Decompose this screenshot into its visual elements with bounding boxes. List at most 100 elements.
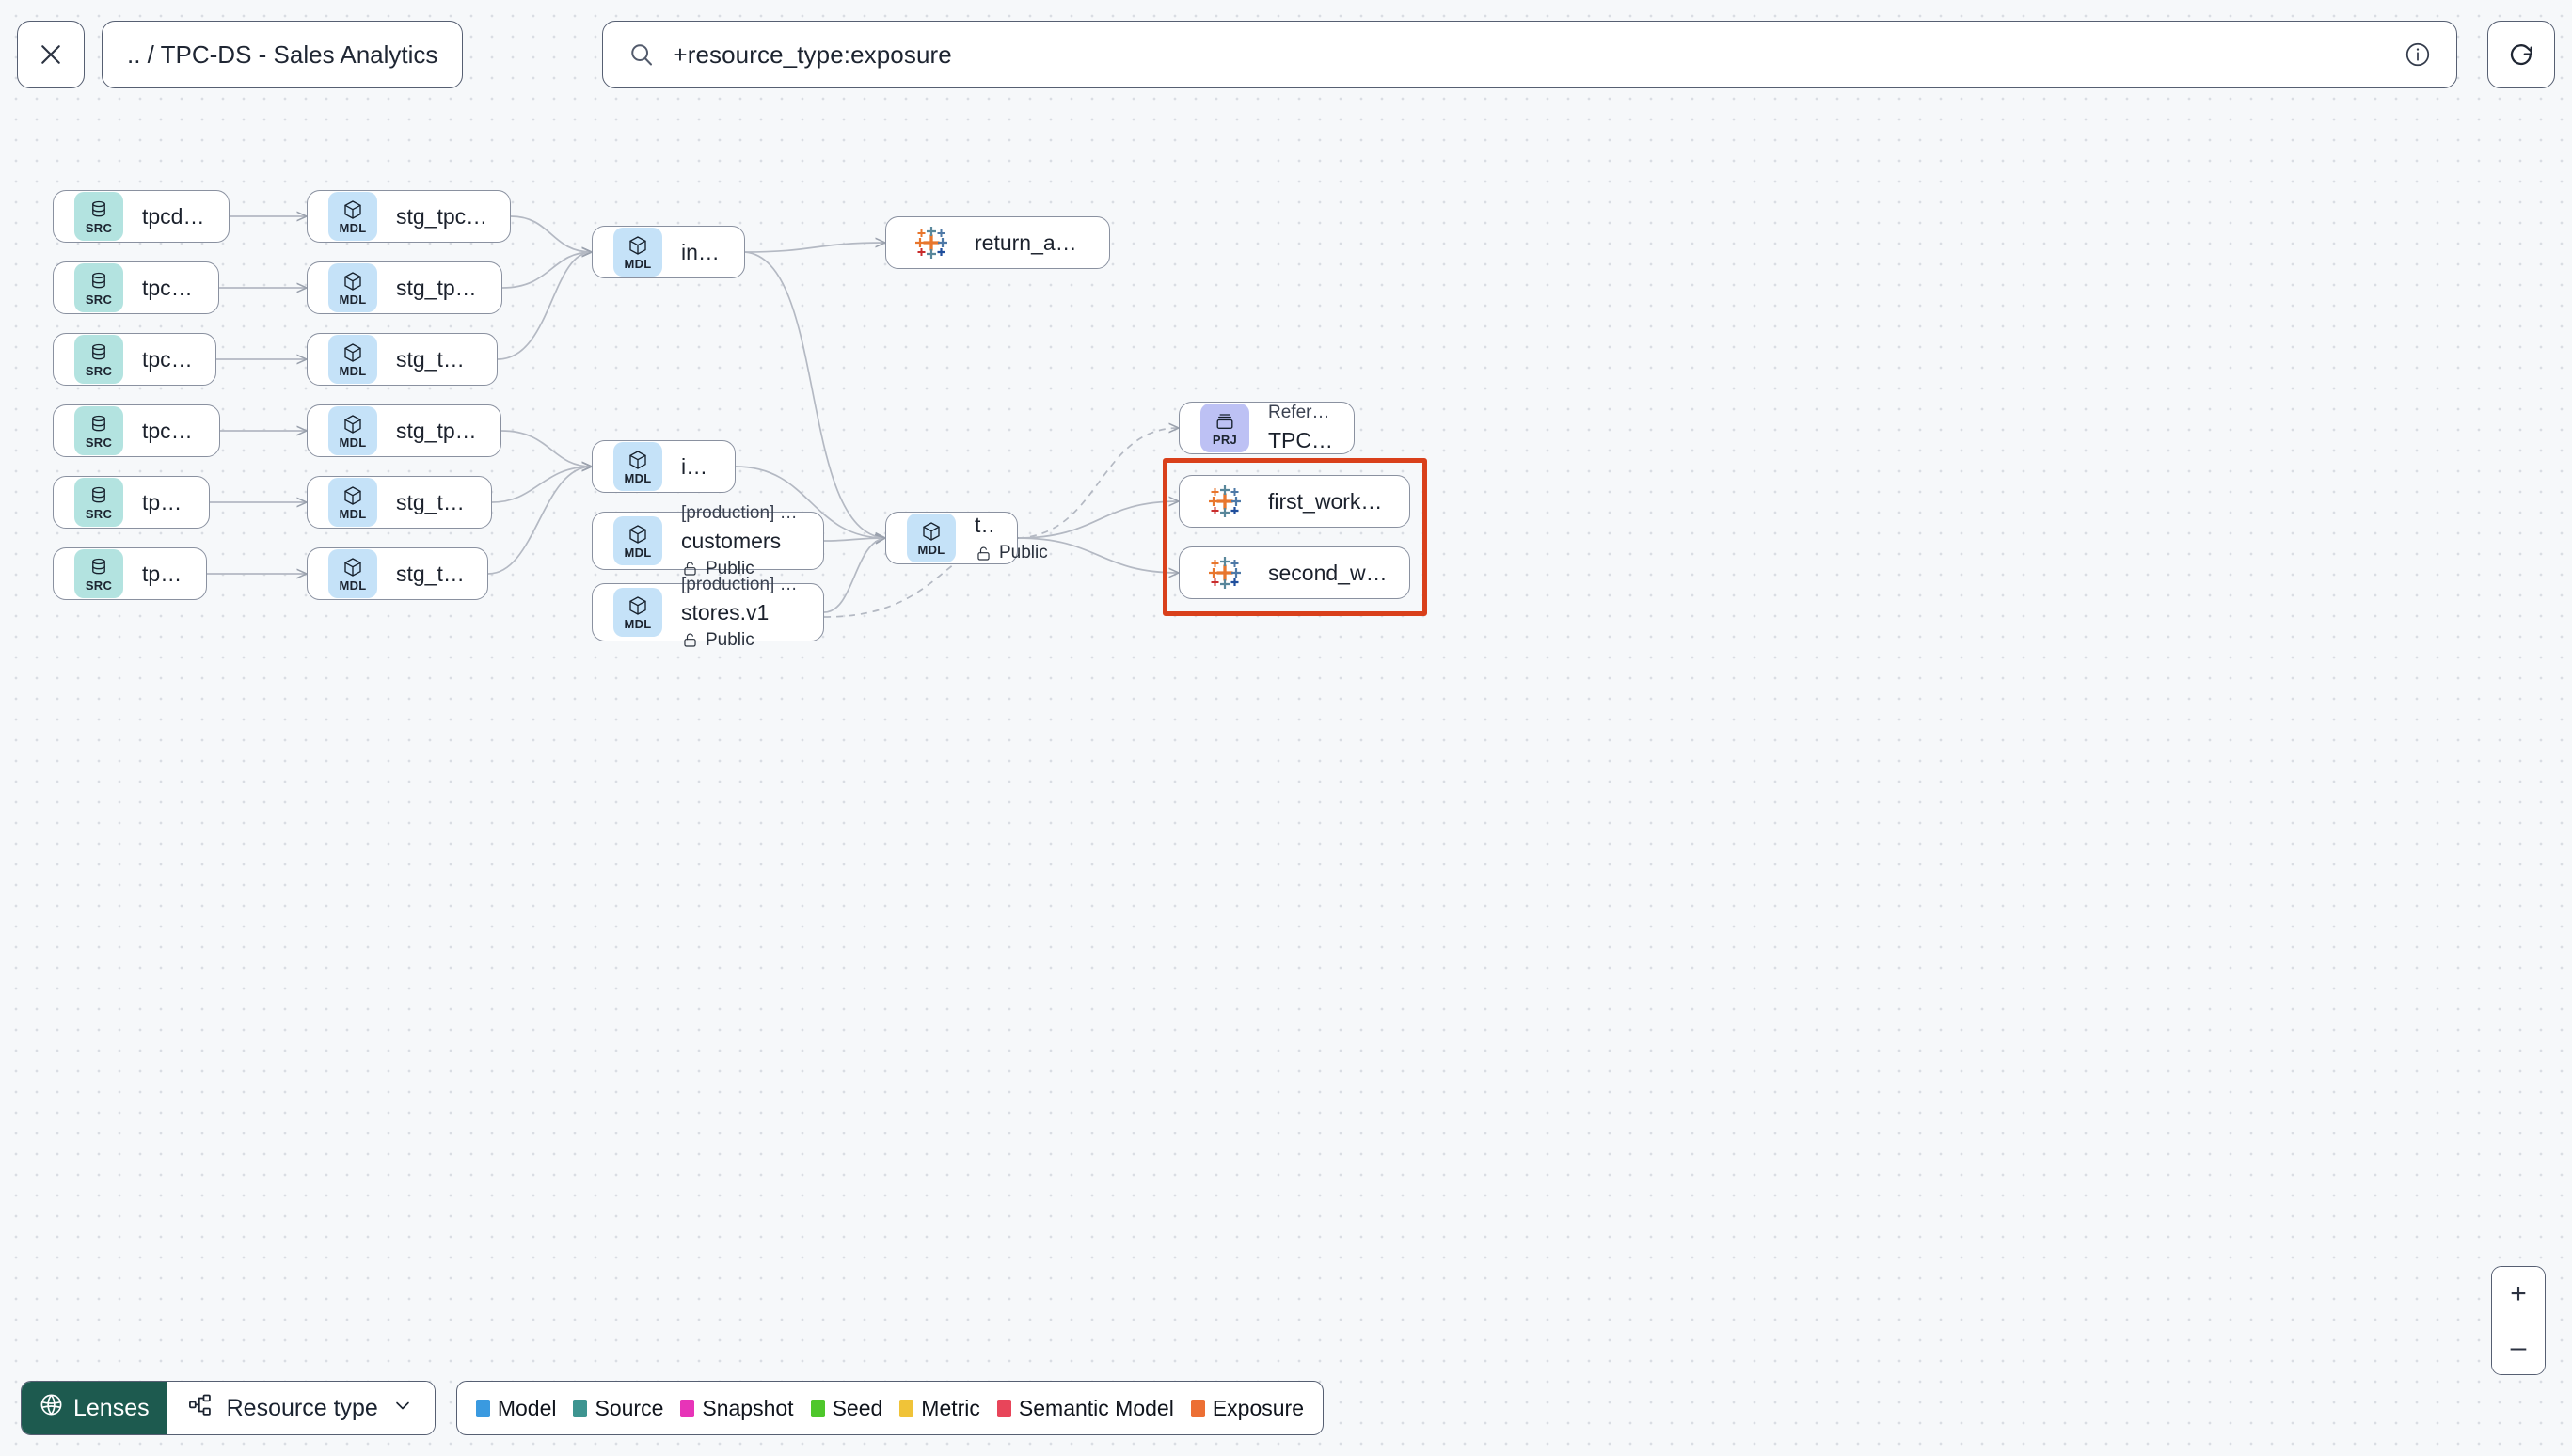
breadcrumb[interactable]: .. / TPC-DS - Sales Analytics: [102, 21, 464, 88]
node-title: stg_tpcds_core__catalog_sales: [396, 418, 480, 443]
legend-label: Exposure: [1212, 1395, 1304, 1420]
legend-swatch: [1190, 1399, 1205, 1417]
cube-icon: MDL: [328, 406, 377, 455]
graph-node-stg-web-sales[interactable]: MDL stg_tpcds_core__web_sales: [307, 547, 488, 600]
node-title: tpcds_core.web_sales: [142, 561, 185, 586]
node-title: stg_tpcds_core__store_sales: [396, 489, 470, 514]
node-title: TPC-DS - Core Data Models: [1268, 428, 1333, 452]
graph-node-mdl-customers[interactable]: MDL[production] Project: TPC-DS - Core D…: [592, 503, 824, 578]
zoom-in-button[interactable]: +: [2492, 1267, 2545, 1321]
node-title: customers: [681, 528, 782, 553]
legend-swatch: [899, 1399, 914, 1417]
database-icon: SRC: [74, 406, 123, 455]
node-body: Referenced byTPC-DS - Core Data Models: [1268, 403, 1333, 453]
cube-icon: MDL: [907, 514, 956, 562]
graph-node-src-web-sales[interactable]: SRC tpcds_core.web_sales: [53, 547, 207, 600]
node-body: tpcds_core.store_returns: [142, 276, 198, 301]
node-subtitle: [production] Project: TPC-DS - Core Data…: [681, 502, 802, 523]
graph-node-exp-first-workbook[interactable]: first_workbook_attached_to_tpc-ds_-_…: [1179, 475, 1410, 528]
close-button[interactable]: [17, 21, 85, 88]
node-body: stg_tpcds_core__store_returns: [396, 276, 481, 301]
node-title: transactions: [975, 513, 996, 537]
legend-item-source[interactable]: Source: [573, 1396, 663, 1421]
graph-node-stg-catalog-sales[interactable]: MDL stg_tpcds_core__catalog_sales: [307, 404, 501, 457]
node-body: return_amounts_by_transaction_type: [975, 230, 1088, 256]
legend-label: Source: [595, 1395, 664, 1420]
refresh-button[interactable]: [2487, 21, 2555, 88]
node-body: stg_tpcds_core__catalog_sales: [396, 419, 480, 444]
node-body: tpcds_core.store_sales: [142, 490, 188, 515]
node-body: stg_tpcds_core__web_sales: [396, 562, 467, 587]
lenses-button[interactable]: Lenses: [22, 1382, 167, 1434]
database-icon: SRC: [74, 549, 123, 598]
legend-item-metric[interactable]: Metric: [899, 1396, 980, 1421]
unlock-icon: [681, 631, 699, 649]
tableau-icon: [907, 218, 956, 267]
legend-item-exposure[interactable]: Exposure: [1190, 1395, 1304, 1421]
graph-node-src-store-returns[interactable]: SRC tpcds_core.store_returns: [53, 261, 219, 314]
close-icon: [41, 45, 60, 64]
unlock-icon: [681, 560, 699, 578]
graph-node-prj-referenced-by[interactable]: PRJ Referenced byTPC-DS - Core Data Model…: [1179, 402, 1355, 454]
top-toolbar: .. / TPC-DS - Sales Analytics +resource_…: [0, 0, 2572, 109]
graph-node-exp-second-workbook[interactable]: second_workbook_connected_to_live…: [1179, 546, 1410, 599]
node-title: stores.v1: [681, 599, 770, 625]
resource-type-legend: Model Source Snapshot Seed Metric Semantic Mo…: [455, 1381, 1324, 1435]
graph-node-stg-store-sales[interactable]: MDL stg_tpcds_core__store_sales: [307, 476, 492, 529]
resource-type-dropdown[interactable]: Resource type: [166, 1382, 435, 1434]
legend-label: Seed: [832, 1395, 883, 1420]
cube-icon: MDL: [328, 478, 377, 527]
node-body: first_workbook_attached_to_tpc-ds_-_…: [1268, 489, 1389, 514]
search-input[interactable]: +resource_type:exposure: [673, 40, 952, 69]
bottom-toolbar: Lenses Resource type: [21, 1381, 1324, 1435]
node-title: tpcds_core.store_sales: [142, 489, 188, 514]
archive-icon: PRJ: [1200, 404, 1249, 452]
legend-item-model[interactable]: Model: [475, 1396, 556, 1421]
node-body: [production] Project: TPC-DS - Core Data…: [681, 575, 802, 651]
node-visibility-label: Public: [706, 629, 754, 650]
legend-swatch: [475, 1399, 490, 1417]
legend-item-snapshot[interactable]: Snapshot: [680, 1396, 794, 1421]
node-subtitle: [production] Project: TPC-DS - Core Data…: [681, 574, 802, 594]
legend-swatch: [680, 1399, 695, 1417]
zoom-controls[interactable]: + –: [2491, 1266, 2546, 1375]
node-title: tpcds_core.catalog_returns: [142, 203, 208, 229]
node-title: int_sales__unioned: [681, 453, 714, 479]
graph-node-exp-return-amounts[interactable]: return_amounts_by_transaction_type: [885, 216, 1110, 269]
legend-item-semantic-model[interactable]: Semantic Model: [996, 1396, 1174, 1421]
zoom-out-button[interactable]: –: [2492, 1321, 2545, 1374]
node-body: stg_tpcds_core__web_returns: [396, 347, 476, 372]
node-title: return_amounts_by_transaction_type: [975, 229, 1088, 255]
node-title: stg_tpcds_core__catalog_returns: [396, 203, 489, 229]
chevron-down-icon: [391, 1394, 414, 1423]
search-bar[interactable]: +resource_type:exposure: [602, 21, 2457, 88]
node-body: stg_tpcds_core__catalog_returns: [396, 204, 489, 229]
graph-canvas[interactable]: SRCtpcds_core.catalog_returnsSRCtpcds_co…: [0, 109, 2572, 1456]
node-visibility: Public: [975, 543, 1048, 563]
graph-node-mdl-stores-v1[interactable]: MDL [production] Project: TPC-DS - Core D…: [592, 575, 824, 650]
tableau-icon: [1200, 548, 1249, 597]
node-visibility-label: Public: [999, 543, 1048, 562]
unlock-icon: [975, 545, 992, 562]
node-visibility: Public: [681, 559, 802, 579]
database-icon: SRC: [74, 263, 123, 312]
cube-icon: MDL: [613, 588, 662, 637]
cube-icon: MDL: [328, 549, 377, 598]
graph-node-mdl-transactions[interactable]: MDL transactionsPublic: [885, 512, 1048, 564]
nodes-icon: [187, 1392, 214, 1425]
node-title: second_workbook_connected_to_live…: [1268, 560, 1389, 585]
node-body: int_sales__unioned: [681, 454, 714, 480]
node-body: int_returns__unioned: [681, 240, 723, 265]
info-circle-icon[interactable]: [2404, 40, 2432, 69]
legend-item-seed[interactable]: Seed: [810, 1395, 883, 1421]
